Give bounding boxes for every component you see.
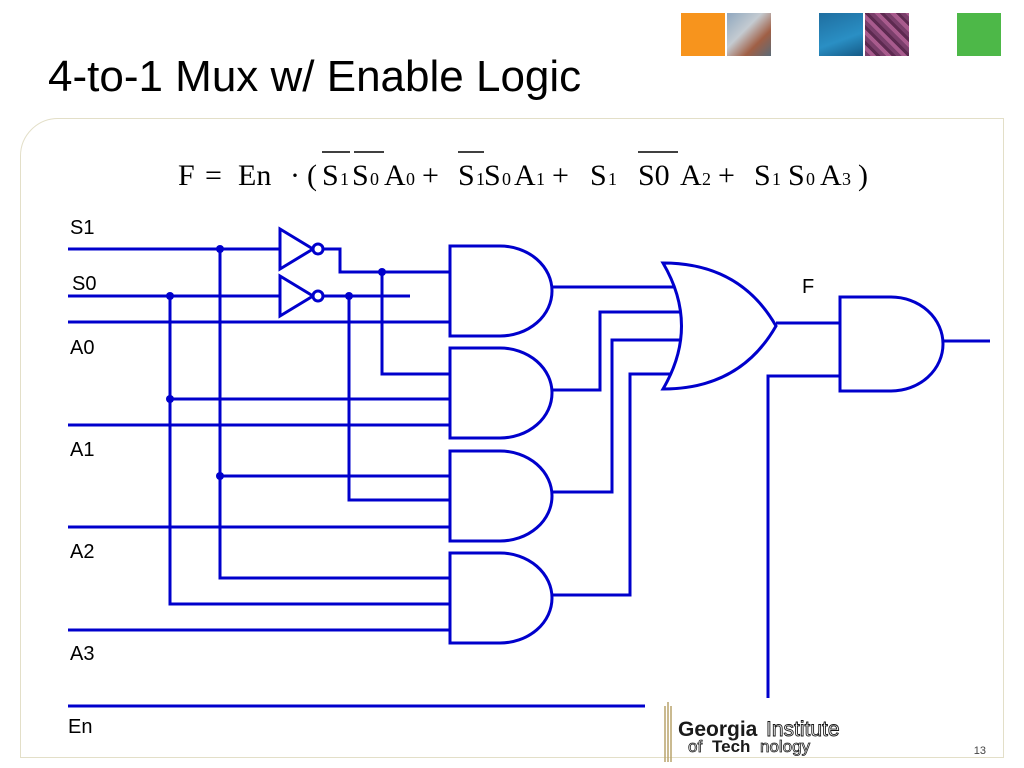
boolean-equation: F = En · ( S 1 S 0 A 0 + S 1 S 0 A 1 + S… bbox=[178, 151, 868, 192]
plus-3: + bbox=[718, 159, 735, 192]
header-campus-photo bbox=[727, 13, 771, 56]
term3-s0: S bbox=[788, 159, 805, 192]
wire-and2-or bbox=[553, 310, 690, 392]
equation-dot: · bbox=[290, 159, 300, 192]
term3-a: A bbox=[820, 159, 842, 192]
term0-s1: S bbox=[322, 159, 339, 192]
equation-equals: = bbox=[205, 159, 222, 192]
logo-georgia: Georgia bbox=[678, 718, 758, 741]
term3-s1: S bbox=[754, 159, 771, 192]
wire-and4-or bbox=[553, 372, 684, 597]
term0-s1-sub: 1 bbox=[340, 169, 349, 189]
wire-s1not-and2 bbox=[380, 272, 450, 376]
term3-s0-sub: 0 bbox=[806, 169, 815, 189]
wire-and3-or bbox=[553, 338, 690, 494]
logo-of: of bbox=[688, 737, 702, 756]
logo-institute: Institute bbox=[766, 718, 840, 741]
term1-s0: S bbox=[484, 159, 501, 192]
wire-s1-not bbox=[324, 247, 450, 274]
inverter-s0 bbox=[278, 273, 325, 319]
header-green-block bbox=[957, 13, 1001, 56]
junction-s0-not bbox=[345, 292, 353, 300]
logo-tech: Tech bbox=[712, 737, 750, 756]
term2-a-sub: 2 bbox=[702, 169, 711, 189]
and-gate-2 bbox=[448, 346, 554, 440]
wire-s1-and4 bbox=[218, 249, 450, 580]
junction-dots bbox=[166, 245, 386, 480]
equation-lhs: F bbox=[178, 159, 195, 192]
header-orange-block bbox=[681, 13, 725, 56]
term1-a-sub: 1 bbox=[536, 169, 545, 189]
equation-close-paren: ) bbox=[858, 159, 868, 192]
term2-s1: S bbox=[590, 159, 607, 192]
term2-s0: S0 bbox=[638, 159, 670, 192]
equation-enable: En bbox=[238, 159, 271, 192]
term0-a-sub: 0 bbox=[406, 169, 415, 189]
term1-s1: S bbox=[458, 159, 475, 192]
term2-s1-sub: 1 bbox=[608, 169, 617, 189]
label-en: En bbox=[68, 716, 92, 738]
term1-s0-sub: 0 bbox=[502, 169, 511, 189]
and-gate-4 bbox=[448, 551, 554, 645]
header-blue-block bbox=[819, 13, 863, 56]
logic-gates bbox=[278, 226, 945, 645]
junction-s1 bbox=[216, 245, 224, 253]
content-frame bbox=[20, 118, 1004, 758]
term1-s1-sub: 1 bbox=[476, 169, 485, 189]
wire-s0-and4 bbox=[168, 296, 450, 606]
georgia-tech-logo: Georgia Institute of Tech nology bbox=[645, 698, 890, 762]
plus-1: + bbox=[422, 159, 439, 192]
inverter-s1 bbox=[278, 226, 325, 272]
logo-nology: nology bbox=[760, 737, 811, 756]
wire-s0not-and3 bbox=[347, 296, 450, 502]
term3-a-sub: 3 bbox=[842, 169, 851, 189]
term0-a: A bbox=[384, 159, 406, 192]
and-gate-enable bbox=[838, 295, 945, 393]
and-gate-1 bbox=[448, 244, 554, 338]
wire-en bbox=[68, 374, 840, 708]
label-a0: A0 bbox=[70, 337, 94, 359]
label-a3: A3 bbox=[70, 643, 94, 665]
label-s1: S1 bbox=[70, 217, 94, 239]
junction-s0-and2 bbox=[166, 395, 174, 403]
label-s0: S0 bbox=[72, 273, 96, 295]
junction-s1-not bbox=[378, 268, 386, 276]
slide-title: 4-to-1 Mux w/ Enable Logic bbox=[48, 52, 582, 101]
label-a1: A1 bbox=[70, 439, 94, 461]
term1-a: A bbox=[514, 159, 536, 192]
term3-s1-sub: 1 bbox=[772, 169, 781, 189]
term0-s0-sub: 0 bbox=[370, 169, 379, 189]
junction-s1-and3 bbox=[216, 472, 224, 480]
term2-a: A bbox=[680, 159, 702, 192]
and-gate-3 bbox=[448, 449, 554, 543]
header-circuit-photo bbox=[865, 13, 909, 56]
plus-2: + bbox=[552, 159, 569, 192]
page-number: 13 bbox=[973, 745, 986, 757]
equation-open-paren: ( bbox=[307, 159, 317, 192]
logo-tower-icon bbox=[664, 702, 672, 762]
label-f: F bbox=[802, 276, 814, 298]
logo-background bbox=[645, 698, 890, 754]
or-gate bbox=[660, 261, 778, 391]
junction-s0 bbox=[166, 292, 174, 300]
label-a2: A2 bbox=[70, 541, 94, 563]
term0-s0: S bbox=[352, 159, 369, 192]
